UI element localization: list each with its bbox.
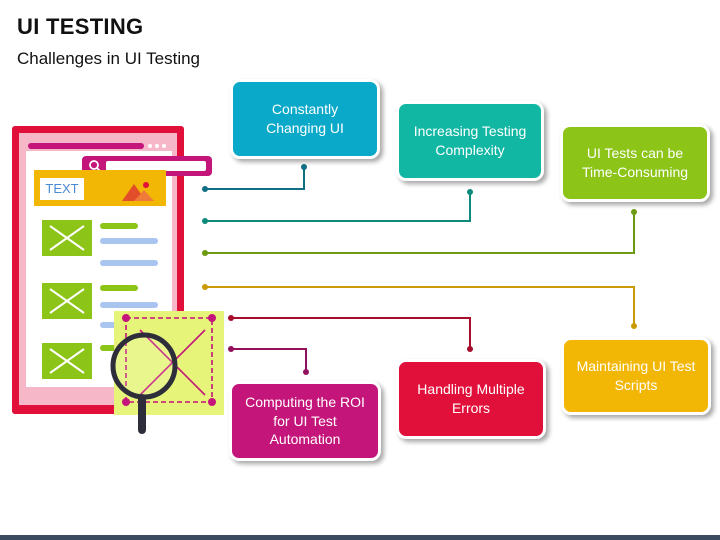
challenge-constantly-changing-ui: Constantly Changing UI	[230, 79, 380, 159]
text-label: TEXT	[45, 181, 79, 196]
connector-5	[228, 315, 473, 352]
challenge-computing-roi: Computing the ROI for UI Test Automation	[229, 381, 381, 461]
connector-6	[228, 346, 309, 375]
window-dot-2	[155, 144, 159, 148]
magnifier-icon	[110, 332, 178, 434]
challenge-handling-multiple-errors: Handling Multiple Errors	[396, 359, 546, 439]
search-bar-field	[106, 161, 206, 171]
selection-handle-bl	[122, 398, 130, 406]
connector-1	[202, 164, 307, 192]
page-title: UI TESTING	[17, 14, 144, 39]
selection-region	[114, 311, 224, 415]
challenge-maintaining-test-scripts: Maintaining UI Test Scripts	[561, 337, 711, 415]
selection-handle-tl	[122, 314, 130, 322]
challenge-tests-time-consuming: UI Tests can be Time-Consuming	[560, 124, 710, 202]
selection-dashed-box	[125, 317, 213, 403]
page-subtitle: Challenges in UI Testing	[17, 49, 201, 68]
window-address-bar	[28, 143, 144, 149]
content-row-2	[42, 283, 158, 328]
window-dot-3	[162, 144, 166, 148]
connector-2	[202, 189, 473, 224]
window-dot-1	[148, 144, 152, 148]
selection-handle-tr	[208, 314, 216, 322]
selection-handle-br	[208, 398, 216, 406]
connector-3	[202, 209, 637, 256]
connector-4	[202, 284, 637, 329]
content-row-3	[42, 343, 120, 379]
challenge-increasing-testing-complexity: Increasing Testing Complexity	[396, 101, 544, 181]
footer-bar	[0, 535, 720, 540]
tablet-illustration	[12, 126, 224, 434]
text-label-box	[40, 178, 84, 200]
image-icon	[120, 179, 156, 201]
content-row-1	[42, 220, 158, 266]
